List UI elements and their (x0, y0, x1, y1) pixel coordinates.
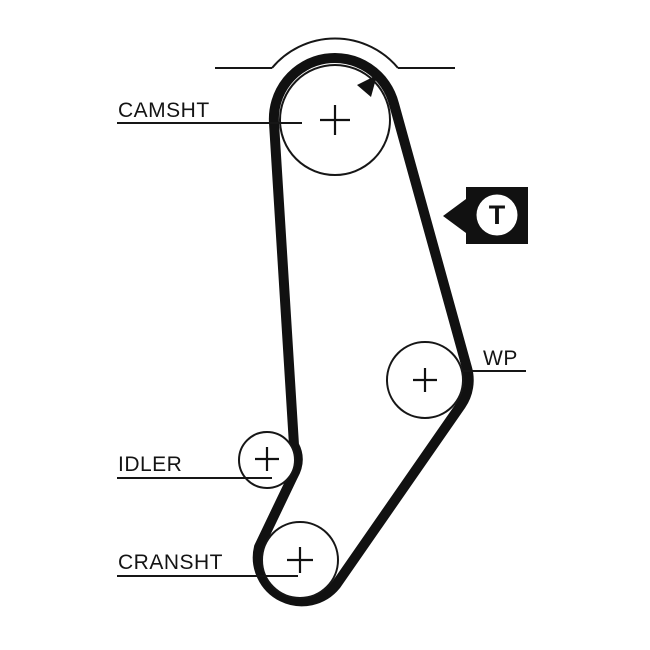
tensioner-icon: T (443, 187, 528, 244)
tensioner-label: T (489, 200, 506, 230)
guard-arc (271, 37, 399, 69)
water-pump-center-mark (413, 368, 437, 392)
tensioner-badge-circle (476, 194, 518, 236)
crankshaft-label: CRANSHT (118, 551, 223, 574)
water-pump-label: WP (483, 347, 518, 370)
camshaft-center-mark (320, 105, 350, 135)
rotation-arrow-icon (357, 75, 377, 97)
idler-center-mark (255, 447, 279, 471)
belt-guard (215, 37, 455, 69)
camshaft-label: CAMSHT (118, 99, 210, 122)
tensioner-pointer-arrow-icon (443, 199, 466, 233)
timing-belt (252, 53, 474, 607)
crankshaft-center-mark (287, 547, 313, 573)
idler-label: IDLER (118, 453, 182, 476)
